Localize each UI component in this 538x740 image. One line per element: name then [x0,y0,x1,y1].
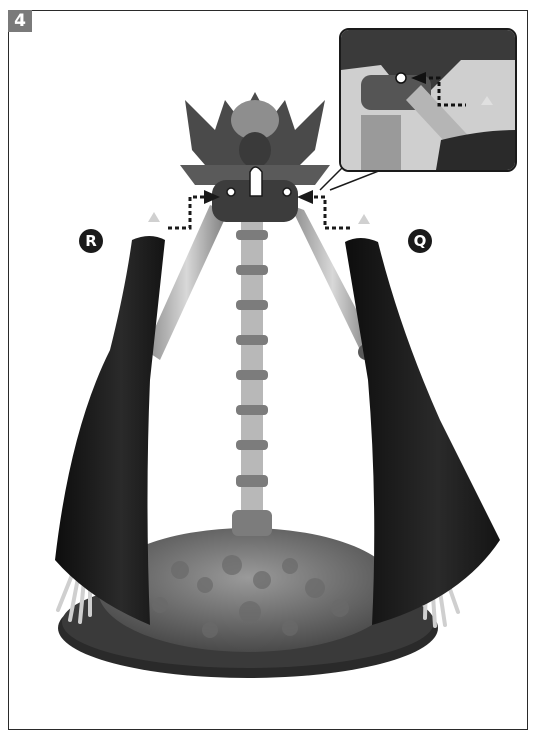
part-label-r: R [79,229,103,253]
part-label-q: Q [408,229,432,253]
detail-inset [339,28,517,172]
spine-column [232,200,272,536]
socket-right [283,188,291,196]
connector-peg [250,167,262,196]
inset-illustration [341,30,515,170]
socket-left [227,188,235,196]
alien-head [180,92,330,222]
